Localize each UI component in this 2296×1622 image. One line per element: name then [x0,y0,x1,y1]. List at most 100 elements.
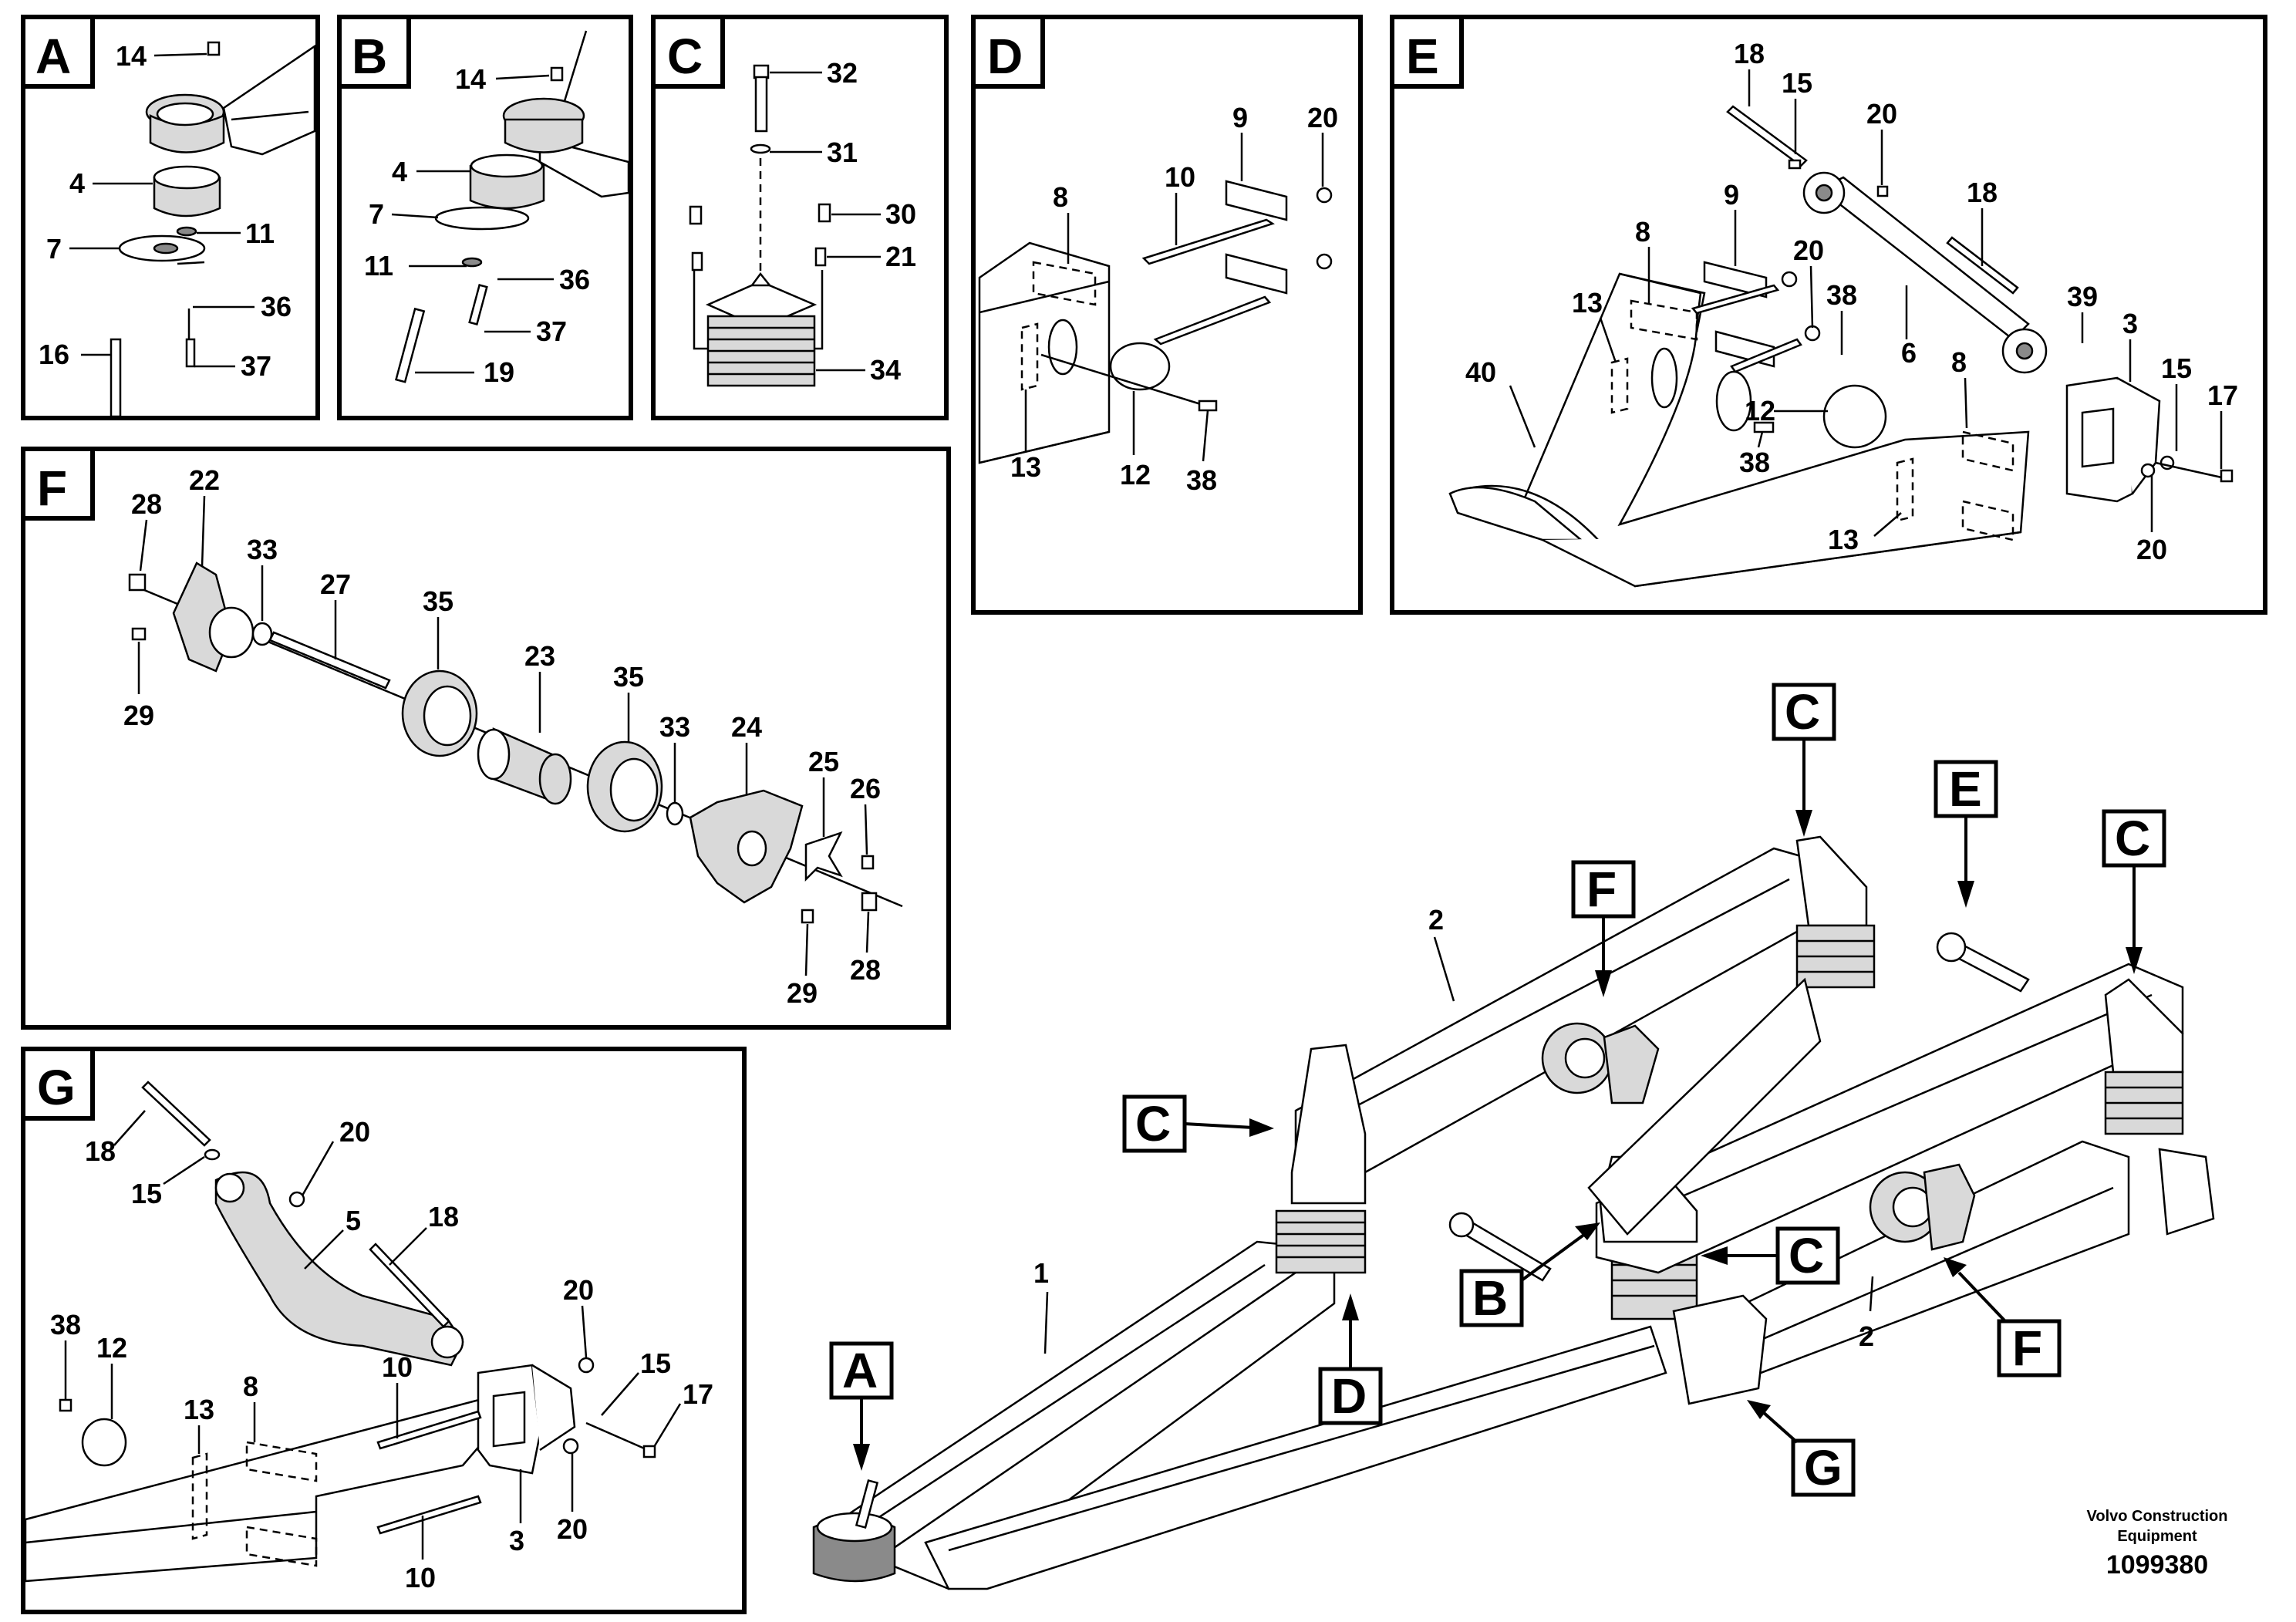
panel-e-part-3: 3 [2122,308,2138,339]
panel-d-part-12: 12 [1120,459,1151,491]
panel-e-part-15b: 15 [2161,352,2192,384]
panel-g-part-8: 8 [243,1371,258,1402]
panel-f-drawing [128,561,903,924]
svg-text:G: G [1804,1440,1843,1496]
panel-e-part-12: 12 [1745,395,1775,427]
panel-e-part-17: 17 [2207,379,2238,411]
panel-e-part-8b: 8 [1951,346,1967,378]
panel-a: A 14 4 11 7 36 16 [21,15,320,420]
panel-a-letter: A [35,29,71,84]
panel-e-part-38b: 38 [1739,447,1770,478]
panel-e-part-18b: 18 [1967,177,1998,208]
panel-e-part-40: 40 [1465,356,1496,388]
panel-f-part-35b: 35 [613,661,644,693]
panel-d: D 9 20 8 10 13 12 38 [971,15,1363,615]
panel-e-part-18: 18 [1734,38,1765,69]
panel-c-part-31: 31 [827,137,858,168]
svg-text:A: A [842,1343,878,1398]
callout-d: D [1318,1293,1383,1425]
panel-c-drawing [689,64,831,387]
panel-c-part-32: 32 [827,57,858,89]
svg-text:C: C [1135,1096,1171,1152]
panel-b-part-4: 4 [392,156,407,187]
panel-e-letter: E [1406,29,1439,84]
panel-f-part-33b: 33 [659,711,690,743]
panel-f-part-27: 27 [320,568,351,600]
panel-e-part-38: 38 [1826,279,1857,311]
panel-b-part-19: 19 [484,356,514,388]
panel-a-drawing [110,41,316,418]
panel-e-part-13b: 13 [1828,524,1859,555]
panel-g-part-20c: 20 [557,1513,588,1545]
panel-b-part-7: 7 [369,198,384,230]
svg-text:F: F [2012,1320,2042,1376]
panel-d-part-8: 8 [1053,181,1068,213]
panel-g-part-15b: 15 [640,1347,671,1379]
watermark: Volvo Construction Equipment 1099380 [2087,1508,2228,1580]
panel-f-part-35: 35 [423,585,453,617]
svg-text:B: B [1472,1270,1508,1326]
callout-c-right: C [2102,809,2166,974]
panel-c-letter: C [667,29,703,84]
drawing-number: 1099380 [2106,1550,2208,1580]
svg-text:C: C [1785,684,1820,740]
callout-b: B [1459,1222,1600,1327]
panel-f-part-26: 26 [850,773,881,804]
panel-g-letter: G [37,1060,76,1115]
panel-g-part-13: 13 [184,1394,214,1425]
panel-g-part-20: 20 [339,1116,370,1148]
panel-g-part-10b: 10 [405,1562,436,1593]
panel-e-part-15: 15 [1782,67,1812,99]
svg-text:C: C [1789,1228,1824,1283]
panel-e-part-9: 9 [1724,179,1739,211]
panel-f-part-25: 25 [808,746,839,777]
panel-e-drawing [1448,105,2234,588]
panel-a-part-4: 4 [69,167,85,199]
panel-g: G [21,1047,747,1614]
panel-d-letter: D [987,29,1023,84]
panel-f-part-29b: 29 [787,977,818,1009]
panel-f: F [21,447,951,1030]
panel-b-part-36: 36 [559,264,590,295]
panel-f-part-24: 24 [731,711,762,743]
panel-e-part-8: 8 [1635,216,1650,248]
panel-a-part-14: 14 [116,40,147,72]
panel-d-part-20: 20 [1307,102,1338,133]
panel-d-part-9: 9 [1232,102,1248,133]
panel-e-part-20b: 20 [1793,234,1824,266]
callout-e: E [1934,760,1998,908]
panel-b-part-14: 14 [455,63,486,95]
panel-g-part-12: 12 [96,1332,127,1364]
panel-e: E [1390,15,2267,615]
panel-c-part-21: 21 [885,241,916,272]
panel-b-part-37: 37 [536,315,567,347]
panel-g-part-38: 38 [50,1309,81,1340]
panel-b: B 14 4 7 11 36 37 19 [337,15,633,420]
panel-e-part-6: 6 [1901,337,1917,369]
panel-e-part-20: 20 [1866,98,1897,130]
panel-f-part-29: 29 [123,700,154,731]
panel-b-letter: B [352,29,387,84]
panel-g-drawing [24,1081,656,1583]
panel-e-part-13: 13 [1572,287,1603,319]
callout-f-right: F [1944,1257,2062,1378]
panel-b-part-11: 11 [364,250,393,282]
panel-f-part-33: 33 [247,534,278,565]
svg-text:D: D [1331,1368,1367,1424]
watermark-company-line1: Volvo Construction [2087,1508,2228,1525]
svg-text:C: C [2115,811,2150,866]
watermark-company-line2: Equipment [2117,1528,2197,1545]
panel-g-part-10: 10 [382,1351,413,1383]
panel-g-part-18b: 18 [428,1201,459,1233]
panel-f-letter: F [37,460,67,516]
panel-e-part-20c: 20 [2136,534,2167,565]
panel-d-part-13: 13 [1010,451,1041,483]
panel-g-part-5: 5 [346,1205,361,1236]
callout-g: G [1747,1400,1856,1497]
panel-g-part-3: 3 [509,1525,524,1556]
panel-f-part-28b: 28 [850,954,881,986]
panel-a-part-16: 16 [39,339,69,370]
callout-c-left: C [1122,1094,1274,1153]
panel-a-part-7: 7 [46,233,62,265]
